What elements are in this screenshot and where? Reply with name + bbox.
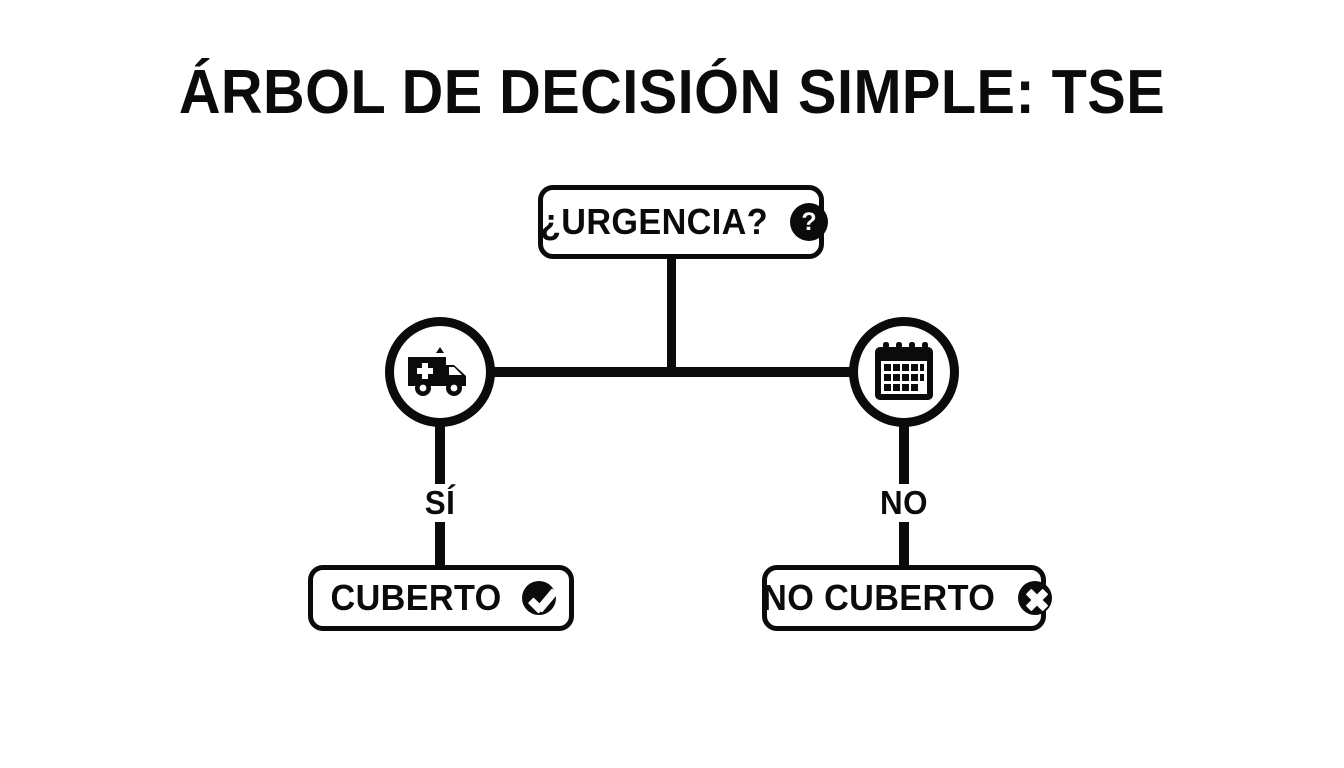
ambulance-icon: [408, 347, 466, 396]
outcome-node-not-covered[interactable]: NO CUBERTO: [762, 565, 1052, 631]
connector-horizontal-split: [437, 367, 907, 377]
edge-label-yes: SÍ: [424, 484, 456, 521]
branch-node-emergency[interactable]: [385, 317, 495, 427]
branch-node-scheduled[interactable]: [849, 317, 959, 427]
outcome-not-covered-label: NO CUBERTO: [762, 577, 996, 618]
calendar-icon: [875, 342, 933, 400]
check-stroke-long: [535, 588, 559, 613]
question-mark-glyph: ?: [801, 207, 817, 236]
connector-left-upper: [435, 424, 445, 484]
check-badge-icon: [522, 581, 559, 615]
outcome-covered-label: CUBERTO: [330, 577, 502, 618]
node-root-label: ¿URGENCIA?: [540, 201, 768, 242]
edge-label-no: NO: [880, 484, 928, 521]
page-title: ÁRBOL DE DECISIÓN SIMPLE: TSE: [178, 58, 1166, 127]
node-root-question[interactable]: ¿URGENCIA? ?: [538, 185, 828, 259]
question-mark-badge-icon: ?: [790, 203, 828, 241]
connector-left-lower: [435, 522, 445, 568]
x-badge-icon: [1017, 581, 1052, 615]
connector-root-vertical: [667, 256, 676, 374]
connector-right-upper: [899, 424, 909, 484]
connector-right-lower: [899, 522, 909, 568]
outcome-node-covered[interactable]: CUBERTO: [308, 565, 574, 631]
